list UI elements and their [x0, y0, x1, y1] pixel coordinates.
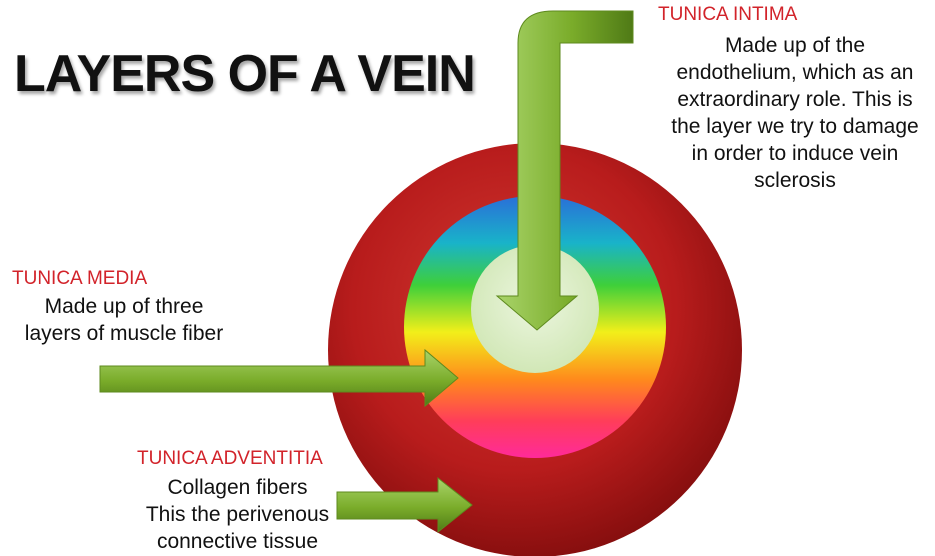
intima-line: the layer we try to damage — [655, 113, 935, 140]
intima-line: extraordinary role. This is — [655, 86, 935, 113]
tunica-adventitia-heading: TUNICA ADVENTITIA — [137, 448, 323, 470]
media-line: Made up of three — [4, 293, 244, 320]
tunica-adventitia-description: Collagen fibers This the perivenous conn… — [125, 474, 350, 555]
adventitia-line: connective tissue — [125, 528, 350, 555]
tunica-intima-heading: TUNICA INTIMA — [658, 4, 797, 26]
intima-line: Made up of the — [655, 32, 935, 59]
tunica-intima-description: Made up of the endothelium, which as an … — [655, 32, 935, 194]
intima-line: in order to induce vein — [655, 140, 935, 167]
intima-line: sclerosis — [655, 167, 935, 194]
adventitia-line: Collagen fibers — [125, 474, 350, 501]
tunica-media-description: Made up of three layers of muscle fiber — [4, 293, 244, 347]
adventitia-line: This the perivenous — [125, 501, 350, 528]
intima-line: endothelium, which as an — [655, 59, 935, 86]
tunica-media-heading: TUNICA MEDIA — [12, 268, 147, 290]
media-line: layers of muscle fiber — [4, 320, 244, 347]
